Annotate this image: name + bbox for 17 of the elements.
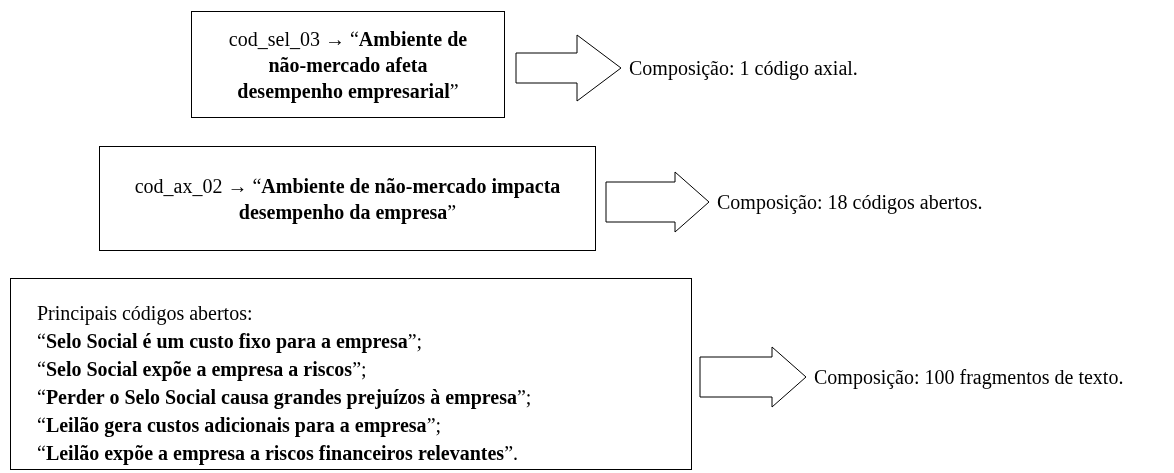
list-item: “Selo Social é um custo fixo para a empresa”; [37,330,423,352]
box-text: cod_sel_03 → “Ambiente de não-mercado afeta desempenho empresarial” [227,26,469,104]
list-item: “Selo Social expõe a empresa a riscos”; [37,358,367,380]
block-arrow [515,34,622,102]
composition-text: Composição: 18 códigos abertos. [717,191,983,213]
box-heading: Principais códigos abertos: [37,302,253,324]
composition-text: Composição: 100 fragmentos de texto. [814,366,1124,388]
text-box [10,278,692,470]
box-text: cod_ax_02 → “Ambiente de não-mercado impacta desempenho da empresa” [133,173,562,225]
text-box [191,11,505,118]
text-box [99,146,596,251]
list-item: “Leilão gera custos adicionais para a empresa”; [37,414,442,436]
block-arrow [699,346,807,408]
composition-text: Composição: 1 código axial. [629,57,858,79]
block-arrow [605,171,710,233]
list-item: “Perder o Selo Social causa grandes prejuízos à empresa”; [37,386,532,408]
list-item: “Leilão expõe a empresa a riscos financeiros relevantes”. [37,442,519,464]
